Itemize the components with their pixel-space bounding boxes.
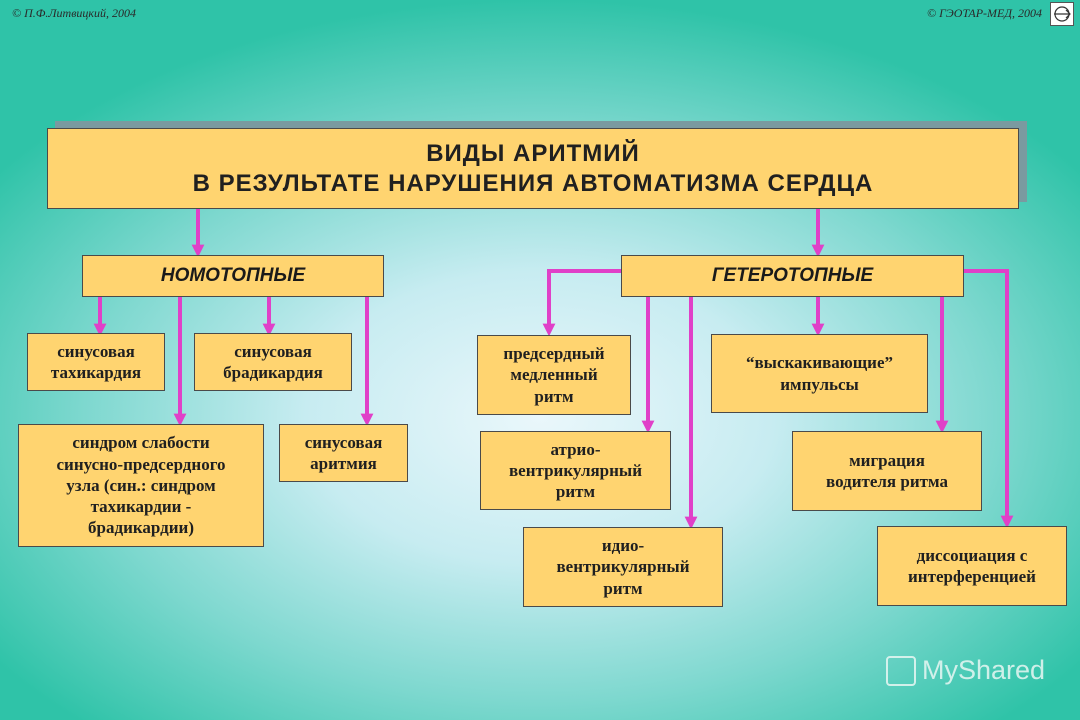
node-text-line: узла (син.: синдром [66, 475, 216, 495]
node-text-line: аритмия [310, 454, 377, 473]
node-av-rhythm: атрио- вентрикулярный ритм [480, 431, 671, 510]
node-dissociation-interference: диссоциация с интерференцией [877, 526, 1067, 606]
node-sinus-arrhythmia: синусовая аритмия [279, 424, 408, 482]
watermark-text: MyShared [922, 655, 1046, 685]
node-text-line: медленный [510, 365, 598, 385]
node-sinus-tachycardia: синусовая тахикардия [27, 333, 165, 391]
node-text-line: водителя ритма [826, 472, 948, 491]
navigation-icon[interactable] [1050, 2, 1074, 26]
node-text-line: ритм [555, 482, 596, 502]
diagram-title: ВИДЫ АРИТМИЙ В РЕЗУЛЬТАТЕ НАРУШЕНИЯ АВТО… [47, 128, 1019, 209]
title-line-1: ВИДЫ АРИТМИЙ [426, 139, 640, 167]
node-sinus-bradycardia: синусовая брадикардия [194, 333, 352, 391]
node-sick-sinus-syndrome: синдром слабости синусно-предсердного уз… [18, 424, 264, 547]
node-text-line: идио- [601, 536, 645, 556]
watermark-logo: MyShared [886, 655, 1045, 686]
node-text-line: вентрикулярный [556, 557, 690, 577]
category-heterotopic-label: ГЕТЕРОТОПНЫЕ [711, 265, 874, 287]
node-text-line: диссоциация с [916, 545, 1028, 565]
title-line-2: В РЕЗУЛЬТАТЕ НАРУШЕНИЯ АВТОМАТИЗМА СЕРДЦ… [192, 169, 874, 197]
node-text-line: тахикардии - [90, 497, 192, 517]
copyright-left: © П.Ф.Литвицкий, 2004 [12, 6, 137, 20]
node-text-line: синусовая [57, 341, 135, 361]
node-pacemaker-migration: миграция водителя ритма [792, 431, 982, 511]
node-text-line: ритм [603, 578, 643, 598]
node-text-line: синусно-предсердного [56, 454, 226, 474]
node-text-line: синусовая [304, 432, 383, 452]
node-text-line: интерференцией [908, 567, 1036, 586]
node-text-line: брадикардии) [88, 518, 194, 538]
node-text-line: “выскакивающие” [746, 353, 893, 373]
node-atrial-slow-rhythm: предсердный медленный ритм [477, 335, 631, 415]
presentation-icon [886, 655, 916, 686]
node-text-line: предсердный [503, 344, 605, 364]
node-text-line: атрио- [550, 439, 601, 459]
node-text-line: синдром слабости [72, 433, 210, 453]
node-text-line: ритм [534, 386, 574, 406]
node-text-line: вентрикулярный [508, 460, 642, 480]
node-text-line: миграция [849, 450, 925, 470]
node-text-line: брадикардия [223, 363, 323, 382]
category-nomotopic-label: НОМОТОПНЫЕ [160, 265, 306, 287]
arrow-to-atrial-slow [542, 269, 621, 337]
category-heterotopic: ГЕТЕРОТОПНЫЕ [621, 255, 964, 297]
copyright-right: © ГЭОТАР-МЕД, 2004 [926, 6, 1042, 20]
arrow-to-dissociation [964, 269, 1014, 529]
node-text-line: импульсы [780, 374, 859, 394]
node-text-line: синусовая [234, 341, 312, 361]
node-escape-impulses: “выскакивающие” импульсы [711, 334, 928, 413]
node-text-line: тахикардия [50, 363, 142, 382]
category-nomotopic: НОМОТОПНЫЕ [82, 255, 384, 297]
node-idioventricular-rhythm: идио- вентрикулярный ритм [523, 527, 723, 607]
